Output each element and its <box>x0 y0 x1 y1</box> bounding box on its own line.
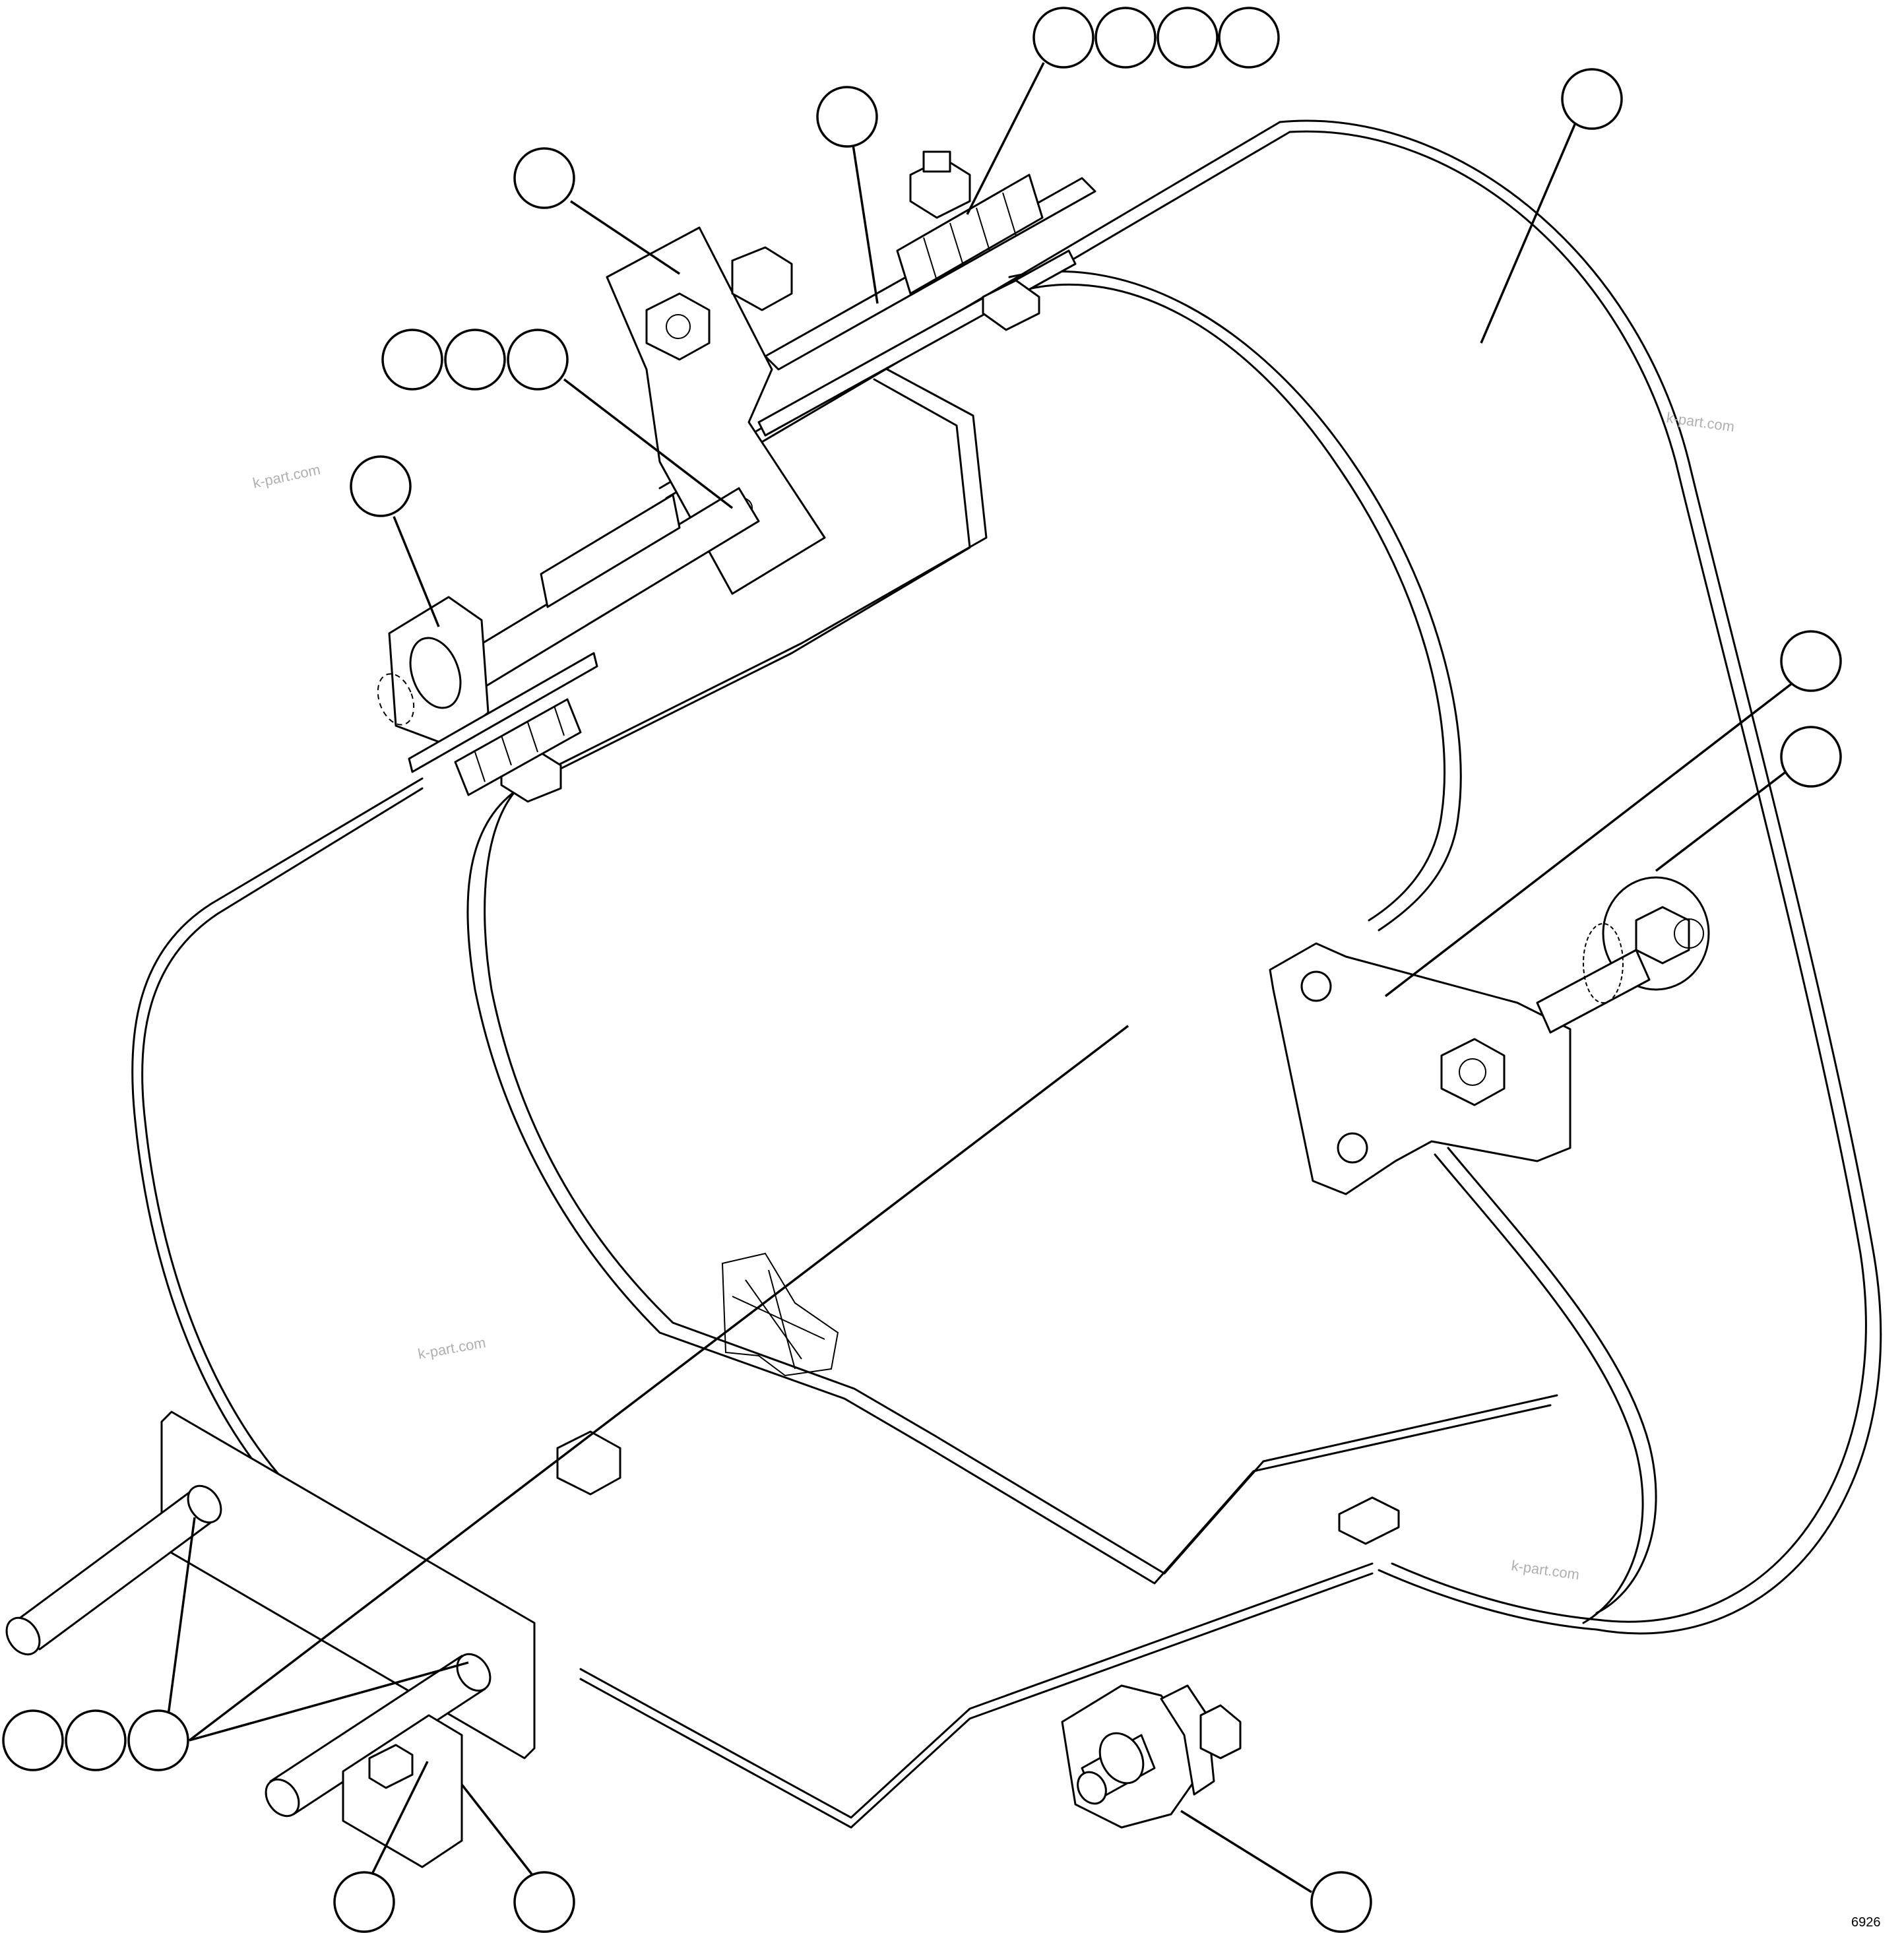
callout-balloon-lower-tab[interactable] <box>513 1871 575 1933</box>
callout-balloon-right-washer[interactable] <box>1780 726 1842 788</box>
leader-lines <box>167 62 1804 1893</box>
watermark-center: k-part.com <box>417 1334 488 1362</box>
callout-balloon-strap-plate[interactable] <box>816 86 878 148</box>
callout-balloon-rod-2[interactable] <box>65 1709 127 1771</box>
lower-left-bracket <box>5 1410 536 1868</box>
callout-balloon-bolt-1[interactable] <box>381 329 443 391</box>
top-clamp <box>896 150 1044 331</box>
upper-clip <box>454 698 582 796</box>
upper-bracket-assembly <box>377 177 1096 803</box>
callout-balloon-collar[interactable] <box>350 455 412 517</box>
callout-balloon-top-1[interactable] <box>1032 7 1095 69</box>
callout-balloon-bolt-2[interactable] <box>444 329 506 391</box>
decal-label <box>721 1252 839 1377</box>
lower-right-bracket <box>1061 1684 1242 1829</box>
front-mounting-strap <box>466 270 1657 1624</box>
loose-hex-nut-right <box>1338 1496 1400 1545</box>
watermarks: k-part.com k-part.com k-part.com k-part.… <box>251 409 1736 1583</box>
watermark-left: k-part.com <box>251 461 322 491</box>
callout-balloon-top-4[interactable] <box>1218 7 1280 69</box>
right-bracket <box>1269 876 1710 1195</box>
tank-body <box>131 119 1882 1829</box>
callout-balloon-top-2[interactable] <box>1095 7 1157 69</box>
callout-balloon-right-strap[interactable] <box>1780 630 1842 692</box>
callout-balloon-bracket[interactable] <box>513 147 575 209</box>
callout-balloon-top-3[interactable] <box>1157 7 1219 69</box>
watermark-bottom-right: k-part.com <box>1510 1557 1580 1583</box>
callout-balloon-tank[interactable] <box>1561 68 1623 130</box>
callout-balloon-bolt-3[interactable] <box>507 329 569 391</box>
callout-balloons <box>2 7 1842 1933</box>
callout-balloon-rod-1[interactable] <box>2 1709 64 1771</box>
callout-balloon-lower-right[interactable] <box>1310 1871 1372 1933</box>
callout-balloon-rod-3[interactable] <box>127 1709 189 1771</box>
drawing-code: 6926 <box>1851 1915 1881 1930</box>
watermark-right: k-part.com <box>1665 409 1735 435</box>
loose-hex-nut-lower <box>556 1430 621 1496</box>
callout-balloon-lower-clip[interactable] <box>333 1871 395 1933</box>
